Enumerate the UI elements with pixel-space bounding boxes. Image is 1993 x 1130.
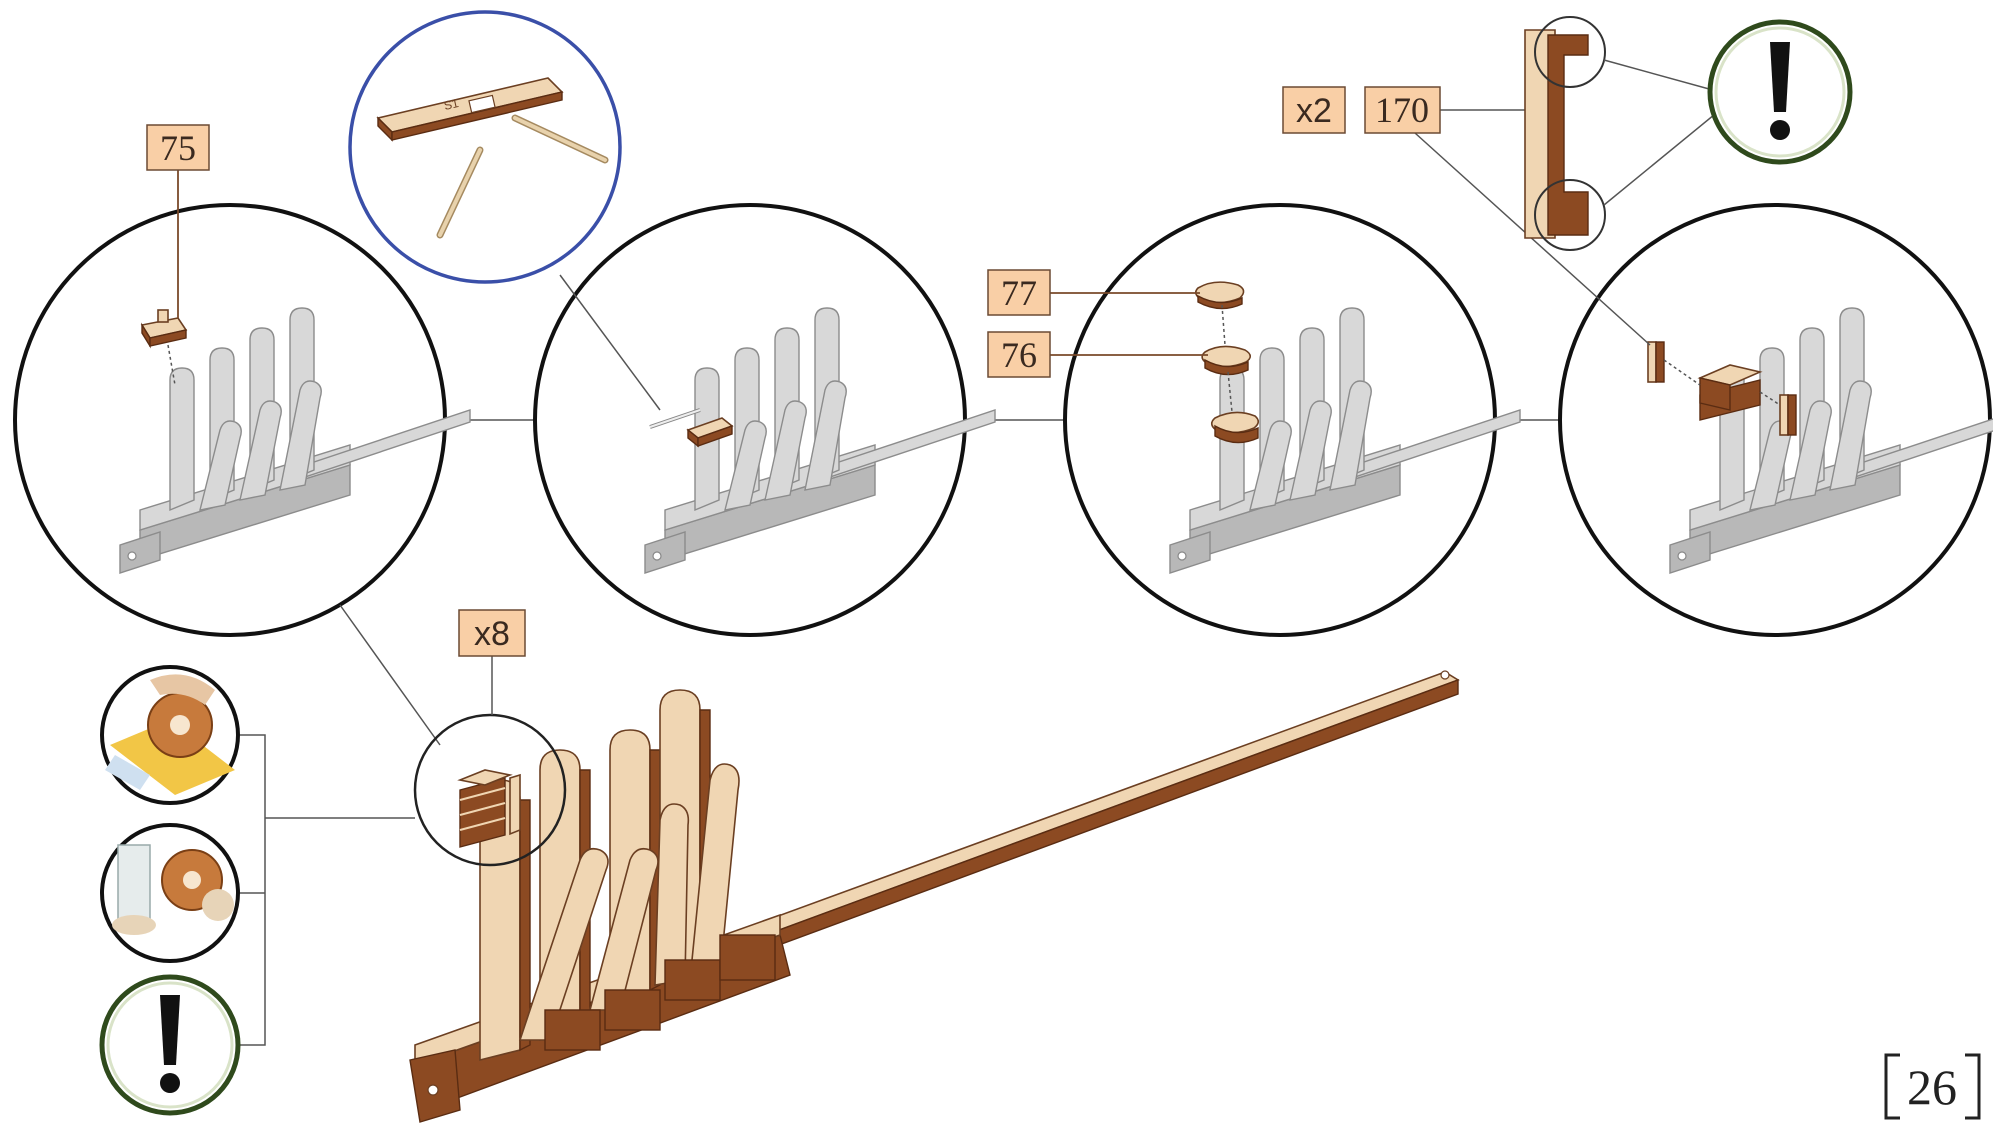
part-label-170: 170 xyxy=(1365,87,1440,133)
part-76-stack xyxy=(1212,412,1259,442)
part-77-piece xyxy=(1196,282,1244,308)
tips-bracket xyxy=(240,735,415,1045)
step-circle-3 xyxy=(1065,205,1520,635)
page-number: 26 xyxy=(1886,1055,1979,1118)
part-label-77: 77 xyxy=(988,270,1050,315)
quantity-label-x8: x8 xyxy=(459,610,525,656)
part-label-77-text: 77 xyxy=(1001,273,1037,313)
page-number-text: 26 xyxy=(1907,1059,1957,1115)
quantity-label-x8-text: x8 xyxy=(474,615,510,653)
wax-gear-icon xyxy=(102,825,238,961)
exclamation-icon xyxy=(1710,22,1850,162)
step-circle-4 xyxy=(1560,205,1993,635)
main-assembly xyxy=(410,671,1458,1122)
pin-detail-circle: S1 xyxy=(350,12,620,282)
quantity-label-x2: x2 xyxy=(1283,87,1345,133)
part-label-75: 75 xyxy=(147,125,209,170)
part-label-75-text: 75 xyxy=(160,128,196,168)
sandpaper-gear-icon xyxy=(102,667,238,803)
part-170-piece-right xyxy=(1780,395,1796,435)
part-label-76: 76 xyxy=(988,332,1050,377)
step-circle-1 xyxy=(15,205,470,635)
step-circle-2 xyxy=(535,205,995,635)
exclamation-icon xyxy=(102,977,238,1113)
stacked-pieces-detail xyxy=(340,605,565,865)
quantity-label-x2-text: x2 xyxy=(1296,92,1332,130)
part-label-170-text: 170 xyxy=(1375,90,1429,130)
part-label-76-text: 76 xyxy=(1001,335,1037,375)
part-170-piece-left xyxy=(1648,342,1664,382)
part-76-piece xyxy=(1202,346,1250,374)
